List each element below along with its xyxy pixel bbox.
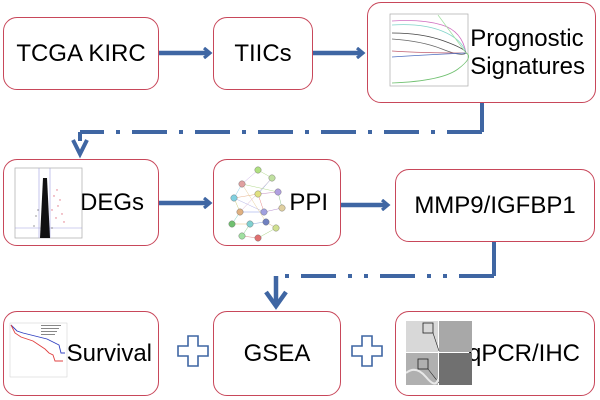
kaplan-meier-thumbnail xyxy=(9,322,68,378)
dashdot-prognostic-to-degs xyxy=(71,103,484,159)
node-label: PPI xyxy=(289,188,328,216)
node-mmp9-igfbp1: MMP9/IGFBP1 xyxy=(395,169,595,242)
node-tiics: TIICs xyxy=(213,17,313,90)
node-gsea: GSEA xyxy=(213,311,341,396)
node-tcga-kirc: TCGA KIRC xyxy=(3,17,159,90)
node-degs: DEGs xyxy=(3,159,159,246)
lasso-plot-thumbnail xyxy=(389,13,470,87)
node-label: TCGA KIRC xyxy=(16,39,146,67)
node-survival: Survival xyxy=(3,311,159,396)
node-label: qPCR/IHC xyxy=(467,339,580,367)
volcano-plot-thumbnail xyxy=(14,167,83,239)
plus-icon xyxy=(351,335,383,367)
node-qpcr-ihc: qPCR/IHC xyxy=(395,311,595,396)
node-label: MMP9/IGFBP1 xyxy=(414,191,576,219)
dashdot-mmp9-to-gsea xyxy=(264,242,496,310)
node-label: Survival xyxy=(66,339,152,367)
node-label: TIICs xyxy=(234,39,292,67)
ihc-images-thumbnail xyxy=(406,321,472,385)
plus-icon xyxy=(177,335,209,367)
node-label: DEGs xyxy=(79,188,144,216)
node-label: GSEA xyxy=(243,339,311,367)
ppi-network-thumbnail xyxy=(228,166,286,242)
node-ppi: PPI xyxy=(213,159,341,246)
